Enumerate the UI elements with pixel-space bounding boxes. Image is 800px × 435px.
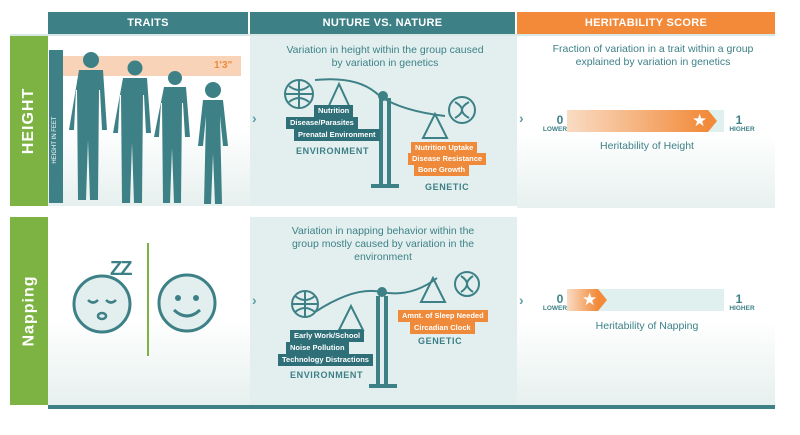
arrow-icon: › <box>252 110 257 126</box>
genetic-label: GENETIC <box>418 336 463 346</box>
header-divider <box>10 34 775 36</box>
bottom-rule <box>48 405 775 409</box>
score-low-label: LOWER <box>542 305 568 312</box>
genetic-tag: Nutrition Uptake <box>411 142 478 154</box>
score-high-label: HIGHER <box>729 305 755 312</box>
score-low-label: LOWER <box>542 126 568 133</box>
env-tag: Nutrition <box>314 105 354 117</box>
face-divider <box>147 243 149 356</box>
nature-header: NUTURE VS. NATURE <box>250 12 515 34</box>
arrow-icon: › <box>252 292 257 308</box>
tick-5: 5' <box>52 72 58 79</box>
genetic-tag: Disease Resistance <box>408 153 487 165</box>
env-tag: Technology Distractions <box>278 354 373 366</box>
heritability-bar-fill <box>567 289 598 311</box>
star-icon: ★ <box>692 111 708 130</box>
tick-4: 4' <box>52 93 58 100</box>
zzz-icon: ZZ <box>110 258 132 280</box>
traits-header: TRAITS <box>48 12 248 34</box>
row-label-height: HEIGHT <box>10 36 48 206</box>
score-high: 1 <box>735 292 743 306</box>
arrow-icon: › <box>519 110 524 126</box>
arrow-icon: › <box>519 292 524 308</box>
genetic-tag: Bone Growth <box>414 164 470 176</box>
sleeping-face-icon <box>72 274 132 334</box>
genetic-tag: Amnt. of Sleep Needed <box>398 310 488 322</box>
people-silhouettes <box>69 52 228 204</box>
height-axis-label: HEIGHT IN FEET <box>52 116 58 164</box>
score-low: 0 <box>556 113 564 127</box>
environment-label: ENVIRONMENT <box>296 146 370 156</box>
score-high: 1 <box>735 113 743 127</box>
scale-height <box>284 78 476 188</box>
height-range-band <box>63 56 241 76</box>
env-tag: Noise Pollution <box>286 342 349 354</box>
score-low: 0 <box>556 292 564 306</box>
star-icon: ★ <box>582 290 598 309</box>
env-tag: Early Work/School <box>290 330 365 342</box>
env-tag: Prenatal Environment <box>294 129 380 141</box>
score-high-label: HIGHER <box>729 126 755 133</box>
score-cell-napping <box>517 217 775 405</box>
row-label-napping: Napping <box>10 217 48 405</box>
height-nature-description: Variation in height within the group cau… <box>286 44 484 69</box>
score-description: Fraction of variation in a trait within … <box>552 43 754 68</box>
genetic-tag: Circadian Clock <box>410 322 475 334</box>
score-header: HERITABILITY SCORE <box>517 12 775 34</box>
height-range-label: 1'3" <box>214 60 233 71</box>
environment-label: ENVIRONMENT <box>290 370 364 380</box>
score-caption: Heritability of Height <box>600 140 694 152</box>
heritability-bar-tip <box>598 289 607 311</box>
napping-nature-description: Variation in napping behavior within the… <box>291 225 475 263</box>
tick-6: 6' <box>52 51 58 58</box>
score-caption: Heritability of Napping <box>595 320 699 332</box>
env-tag: Disease/Parasites <box>286 117 358 129</box>
heritability-bar-tip <box>708 110 717 132</box>
heritability-bar-fill <box>567 110 708 132</box>
scale-napping <box>291 271 480 388</box>
smiling-face-icon <box>157 273 217 333</box>
row-divider <box>10 208 775 217</box>
genetic-label: GENETIC <box>425 182 470 192</box>
height-axis-bar <box>49 50 63 203</box>
